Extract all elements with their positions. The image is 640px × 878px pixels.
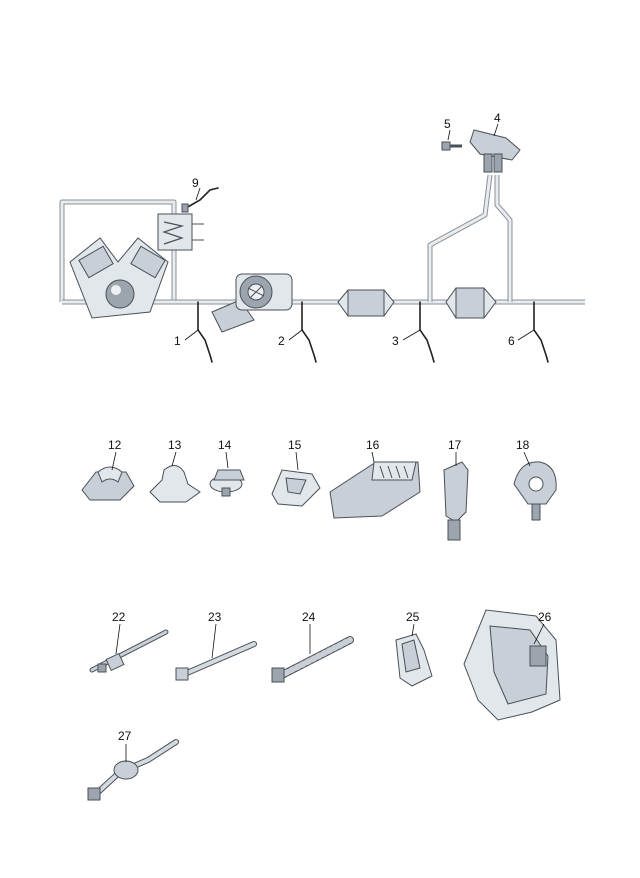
callout-17: 17 <box>448 438 462 452</box>
callout-26: 26 <box>538 610 552 624</box>
sensor-line-9 <box>185 187 219 209</box>
clip-15-icon <box>271 451 321 507</box>
callout-12: 12 <box>108 438 122 452</box>
sensor-line-3 <box>419 301 435 363</box>
clip-17-icon <box>443 452 469 541</box>
callout-22: 22 <box>112 610 126 624</box>
bracket-25-icon <box>395 623 433 687</box>
callout-16: 16 <box>366 438 380 452</box>
cable-tie-23-icon <box>175 623 257 681</box>
callout-1: 1 <box>174 334 181 348</box>
callout-5: 5 <box>444 117 451 131</box>
callout-25: 25 <box>406 610 420 624</box>
cable-tie-22-icon <box>89 623 169 673</box>
callout-3: 3 <box>392 334 399 348</box>
clip-14-icon <box>209 451 245 497</box>
clip-16-icon <box>329 451 421 519</box>
callout-4: 4 <box>494 111 501 125</box>
turbocharger-icon <box>211 273 293 333</box>
catalytic-converter-icon <box>337 289 395 317</box>
callout-6: 6 <box>508 334 515 348</box>
bolt-icon <box>441 141 462 151</box>
exhaust-schematic <box>59 123 585 363</box>
engine-icon <box>69 237 169 319</box>
cable-tie-27-icon <box>87 739 179 801</box>
bracket-26-icon <box>463 609 561 721</box>
clip-13-icon <box>149 451 201 503</box>
pressure-sensor-icon <box>469 129 521 173</box>
callout-13: 13 <box>168 438 182 452</box>
callout-18: 18 <box>516 438 530 452</box>
cable-tie-24-icon <box>271 624 354 683</box>
clip-18-icon <box>513 451 557 521</box>
callout-2: 2 <box>278 334 285 348</box>
sensor-line-2 <box>301 301 317 363</box>
egr-cooler-icon <box>157 213 204 251</box>
callout-9: 9 <box>192 176 199 190</box>
clip-12-icon <box>81 451 135 501</box>
particulate-filter-icon <box>445 287 497 319</box>
callout-23: 23 <box>208 610 222 624</box>
callout-15: 15 <box>288 438 302 452</box>
callout-27: 27 <box>118 729 132 743</box>
sensor-line-6 <box>533 301 549 363</box>
callout-14: 14 <box>218 438 232 452</box>
sensor-line-1 <box>197 301 213 363</box>
callout-24: 24 <box>302 610 316 624</box>
